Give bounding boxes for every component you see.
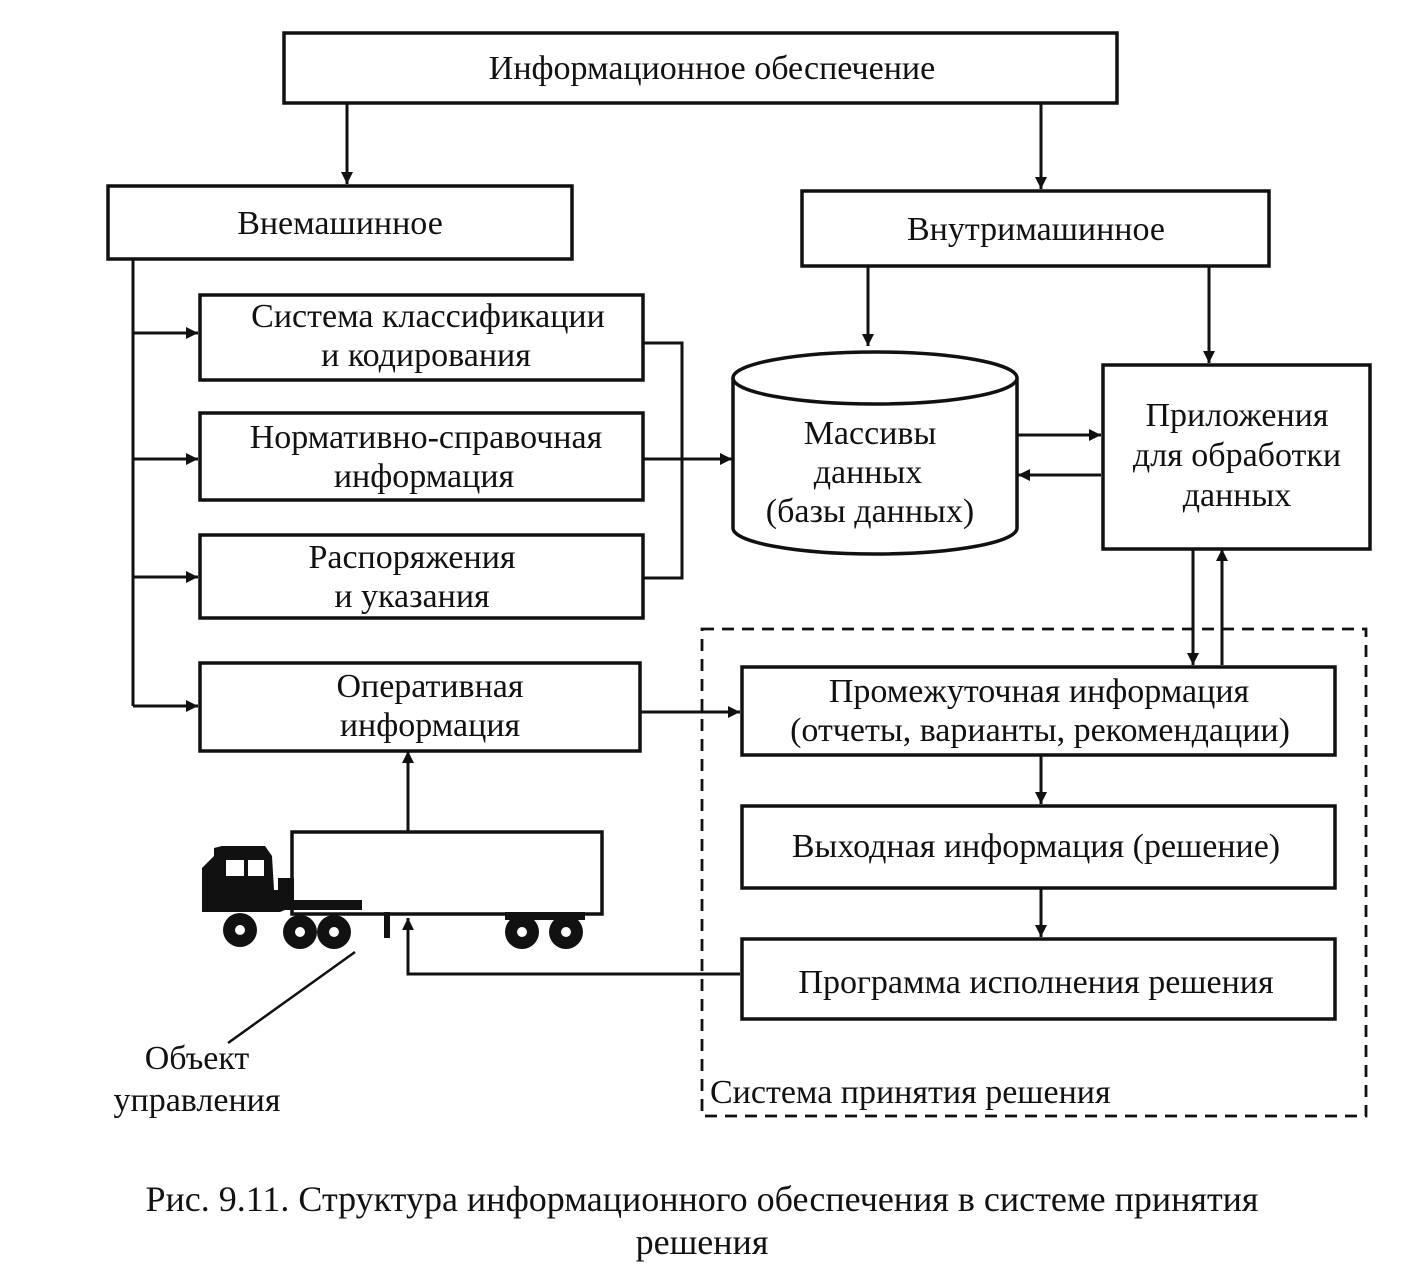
- box-off-machine: Внемашинное: [106, 184, 574, 261]
- reference-info-label-line-1: Нормативно-справочная: [250, 419, 603, 456]
- box-classification: Система классификации и кодирования: [198, 293, 645, 382]
- in-machine-label: Внутримашинное: [907, 211, 1165, 248]
- box-reference-info: Нормативно-справочная информация: [198, 411, 645, 502]
- connectors: [131, 103, 1228, 1045]
- control-object-leader-line: [227, 950, 356, 1045]
- box-operational: Оперативная информация: [198, 661, 642, 753]
- intermediate-label-line-2: (отчеты, варианты, рекомендации): [790, 712, 1290, 749]
- reference-info-label-line-2: информация: [334, 458, 515, 495]
- applications-label-line-2: для обработки: [1133, 437, 1341, 474]
- box-orders: Распоряжения и указания: [198, 533, 645, 620]
- control-object-label-line-2: управления: [114, 1082, 281, 1119]
- classification-label-line-1: Система классификации: [251, 298, 605, 335]
- orders-label-line-2: и указания: [334, 578, 490, 615]
- off-machine-label: Внемашинное: [237, 205, 443, 242]
- box-info-support: Информационное обеспечение: [282, 31, 1119, 105]
- box-applications: Приложения для обработки данных: [1101, 363, 1372, 551]
- box-in-machine: Внутримашинное: [800, 189, 1271, 268]
- box-output: Выходная информация (решение): [740, 804, 1337, 890]
- classification-label-line-2: и кодирования: [321, 337, 531, 374]
- box-data-arrays: Массивы данных (базы данных): [731, 350, 1019, 556]
- decision-system-frame: [700, 627, 1368, 1118]
- applications-label-line-3: данных: [1183, 477, 1292, 514]
- output-label: Выходная информация (решение): [792, 828, 1280, 865]
- truck-icon: [202, 830, 604, 949]
- data-arrays-label-line-3: (базы данных): [766, 493, 974, 530]
- figure-caption-line-1: Рис. 9.11. Структура информационного обе…: [146, 1179, 1259, 1219]
- decision-system-label: Система принятия решения: [710, 1074, 1111, 1111]
- operational-label-line-2: информация: [340, 707, 521, 744]
- arrow-program-to-truck: [402, 918, 740, 976]
- data-arrays-label-line-1: Массивы: [804, 415, 937, 452]
- info-support-label: Информационное обеспечение: [489, 50, 935, 87]
- program-label: Программа исполнения решения: [798, 964, 1274, 1001]
- orders-label-line-1: Распоряжения: [308, 539, 515, 576]
- box-intermediate: Промежуточная информация (отчеты, вариан…: [740, 665, 1337, 757]
- control-object-label-line-1: Объект: [145, 1040, 250, 1077]
- applications-label-line-1: Приложения: [1145, 397, 1328, 434]
- operational-label-line-1: Оперативная: [336, 668, 523, 705]
- box-program: Программа исполнения решения: [740, 937, 1337, 1021]
- intermediate-label-line-1: Промежуточная информация: [829, 673, 1250, 710]
- figure-caption-line-2: решения: [636, 1222, 769, 1262]
- data-arrays-label-line-2: данных: [814, 454, 923, 491]
